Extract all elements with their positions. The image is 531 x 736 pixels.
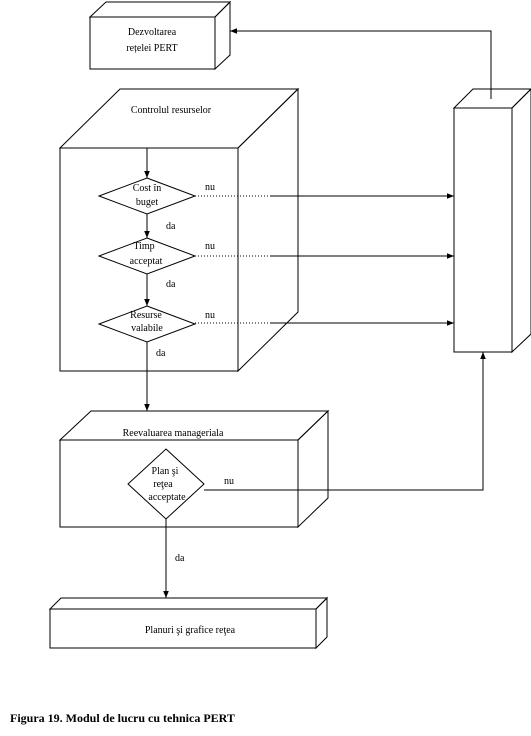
plan-label-3: acceptate [148,492,186,503]
dezvoltarea-box [88,0,232,71]
cost-label-2: buget [136,197,158,208]
planuri-box [48,596,329,650]
reevaluarea-label: Reevaluarea manageriala [123,428,224,439]
plan-label-2: reţea [153,479,173,490]
pert-flow-diagram: Dezvoltarea rețelei PERT Controlul resur… [48,0,531,650]
planuri-label: Planuri şi grafice reţea [145,625,236,636]
dezvoltarea-label-1: Dezvoltarea [128,27,177,38]
controlul-label: Controlul resurselor [131,105,212,116]
resurse-label-2: valabile [131,323,163,334]
reevaluarea-manageriala-box [58,409,330,529]
nu-label-cost: nu [205,182,215,193]
controlul-resurselor-box [58,87,300,373]
dezvoltarea-label-2: rețelei PERT [126,43,177,54]
timp-label-2: acceptat [130,256,163,267]
nu-label-timp: nu [205,241,215,252]
pert-network-prism [452,88,531,354]
da-label-resurse: da [156,348,166,359]
plan-label-1: Plan şi [152,466,179,477]
nu-plan-arrow [204,352,486,491]
da-label-timp: da [166,279,176,290]
cost-label-1: Cost în [133,183,162,194]
feedback-arrow [230,28,492,99]
timp-label-1: Timp [133,241,154,252]
da-label-plan: da [175,553,185,564]
figure-caption: Figura 19. Modul de lucru cu tehnica PER… [10,711,235,725]
nu-label-plan: nu [224,476,234,487]
resurse-label-1: Resurse [130,310,162,321]
da-label-cost: da [166,221,176,232]
nu-label-resurse: nu [205,310,215,321]
